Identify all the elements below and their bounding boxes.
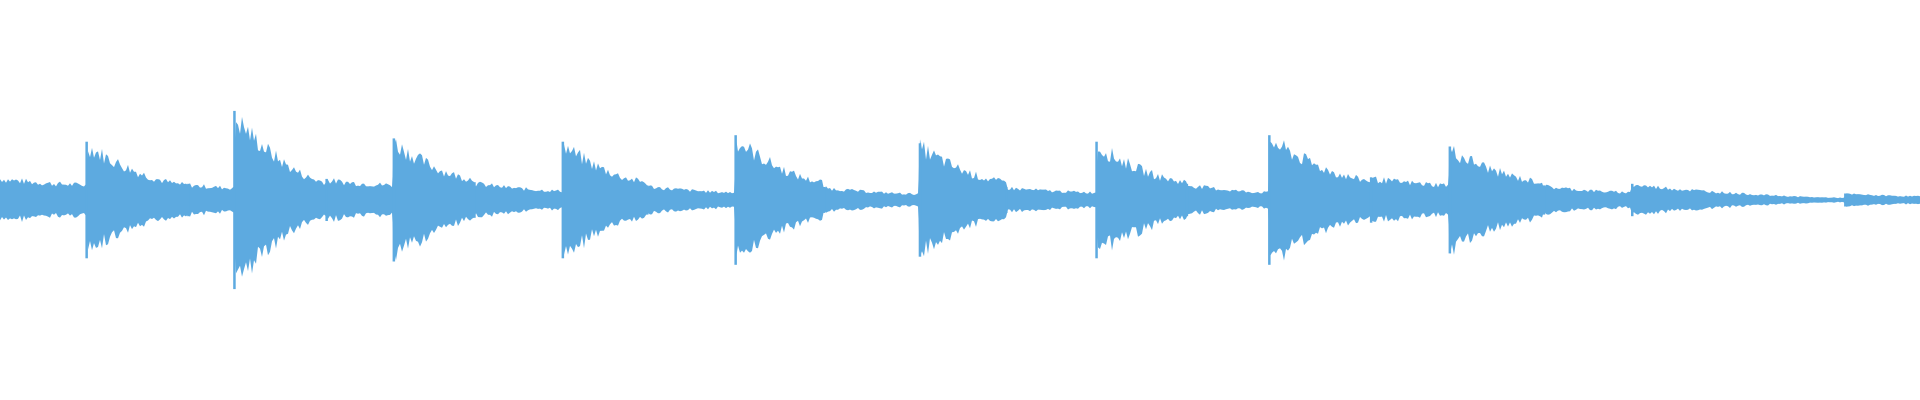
waveform-onset [1448, 146, 1452, 254]
waveform-onset [822, 187, 826, 213]
waveform-onset [85, 141, 88, 259]
waveform-onset [473, 182, 476, 218]
waveform-shape [0, 116, 1920, 277]
waveform-onset [734, 135, 737, 265]
waveform-onset [918, 143, 922, 257]
waveform-onset [392, 138, 396, 262]
waveform-onset [1631, 183, 1634, 217]
waveform-onset [1268, 135, 1271, 265]
waveform-onset [233, 110, 236, 290]
waveform-onset [1844, 193, 1847, 207]
waveform-onset [325, 178, 328, 221]
waveform-onset [1185, 183, 1189, 217]
waveform-onset [1005, 187, 1008, 213]
waveform-onset [1095, 141, 1098, 259]
waveform-onset [1542, 185, 1546, 215]
waveform-onset [646, 185, 649, 215]
waveform-transients [85, 110, 1847, 290]
waveform-onset [561, 141, 565, 259]
waveform-onset [1369, 177, 1373, 223]
waveform-onset [187, 183, 190, 217]
